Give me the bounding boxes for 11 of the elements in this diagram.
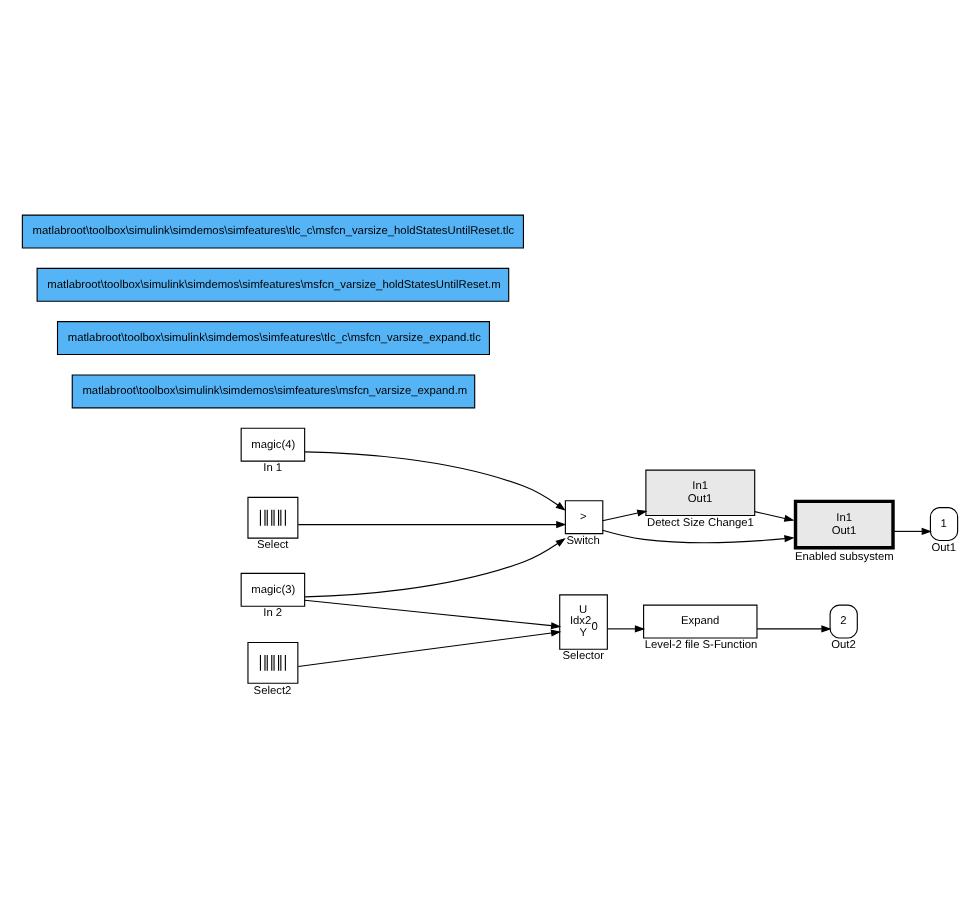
arrow	[756, 625, 832, 633]
arrow	[602, 509, 648, 522]
arrow	[754, 511, 795, 522]
arrow	[304, 451, 566, 511]
arrow	[297, 521, 567, 529]
arrow	[304, 537, 566, 598]
arrow	[607, 625, 646, 633]
arrow	[601, 529, 795, 544]
arrow	[304, 599, 562, 630]
arrow	[297, 629, 562, 668]
arrow	[893, 527, 932, 535]
